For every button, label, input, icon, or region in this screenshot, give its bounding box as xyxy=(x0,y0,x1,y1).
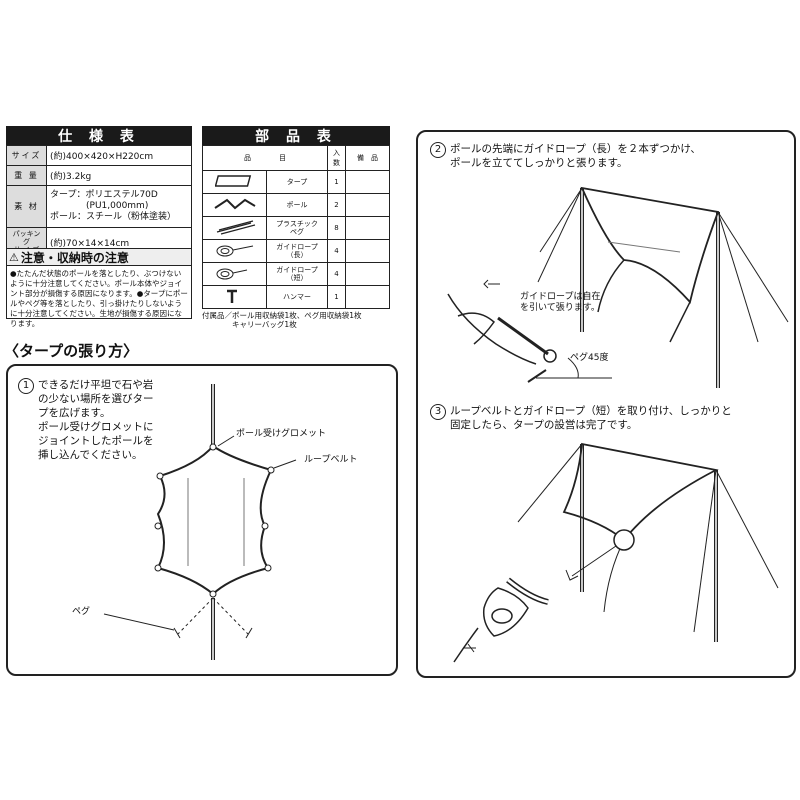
spec-title: 仕 様 表 xyxy=(6,126,192,145)
rope-short-icon xyxy=(202,262,267,286)
caution-body: ●たたんだ状態のポールを落としたり、ぶつけないように十分注意してください。ポール… xyxy=(6,266,192,328)
spec-row: サイズ (約)400×420×H220cm xyxy=(6,145,192,166)
table-row: ハンマー 1 xyxy=(202,285,390,309)
spec-value: タープ：ポリエステル70D (PU1,000mm) ポール：スチール（粉体塗装） xyxy=(46,185,192,228)
part-qty: 4 xyxy=(327,239,346,263)
pole-icon xyxy=(202,193,267,217)
part-qty: 8 xyxy=(327,216,346,240)
howto-title: 〈タープの張り方〉 xyxy=(4,342,139,360)
parts-header-note: 備 品 xyxy=(345,145,390,171)
part-name: ガイドロープ （長） xyxy=(266,239,328,263)
table-row: タープ 1 xyxy=(202,170,390,194)
parts-section: 部 品 表 品 目 入数 備 品 タープ 1 ポール 2 プラスチック ペグ 8 xyxy=(202,126,390,329)
parts-footnote: 付属品／ポール用収納袋1枚、ペグ用収納袋1枚 キャリーバッグ1枚 xyxy=(202,311,362,329)
part-name: ガイドロープ （短） xyxy=(266,262,328,286)
table-row: ガイドロープ （長） 4 xyxy=(202,239,390,263)
step3-text: 3 ループベルトとガイドロープ（短）を取り付け、しっかりと 固定したら、タープの… xyxy=(430,404,732,432)
step-number: 3 xyxy=(430,404,446,420)
part-qty: 4 xyxy=(327,262,346,286)
table-row: プラスチック ペグ 8 xyxy=(202,216,390,240)
label-guy-rope: ガイドロープは自在 を引いて張ります。 xyxy=(520,292,601,313)
spec-value: (約)400×420×H220cm xyxy=(46,145,192,166)
hammer-icon xyxy=(202,285,267,309)
spec-table: サイズ (約)400×420×H220cm 重 量 (約)3.2kg 素 材 タ… xyxy=(6,145,192,257)
parts-table: 品 目 入数 備 品 タープ 1 ポール 2 プラスチック ペグ 8 ガイドロー… xyxy=(202,145,390,309)
warning-icon: ⚠ xyxy=(9,250,19,264)
part-name: ポール xyxy=(266,193,328,217)
step-number: 1 xyxy=(18,378,34,394)
step2-text: 2 ポールの先端にガイドロープ（長）を２本ずつかけ、 ポールを立ててしっかりと張… xyxy=(430,142,701,170)
parts-header-item: 品 目 xyxy=(202,145,328,171)
rope-long-icon xyxy=(202,239,267,263)
label-loop-belt: ループベルト xyxy=(304,455,358,465)
steps-panel: 2 ポールの先端にガイドロープ（長）を２本ずつかけ、 ポールを立ててしっかりと張… xyxy=(416,130,796,678)
step1-instructions: できるだけ平坦で石や岩 の少ない場所を選びター プを広げます。 ポール受けグロメ… xyxy=(38,379,154,461)
label-peg-angle: ペグ45度 xyxy=(570,353,609,363)
spec-value: (約)3.2kg xyxy=(46,165,192,186)
part-name: プラスチック ペグ xyxy=(266,216,328,240)
table-row: ポール 2 xyxy=(202,193,390,217)
spec-key: サイズ xyxy=(6,145,47,166)
step3-instructions: ループベルトとガイドロープ（短）を取り付け、しっかりと 固定したら、タープの設営… xyxy=(450,405,732,431)
caution-section: ⚠ 注意・収納時の注意 ●たたんだ状態のポールを落としたり、ぶつけないように十分… xyxy=(6,248,192,328)
step2-instructions: ポールの先端にガイドロープ（長）を２本ずつかけ、 ポールを立ててしっかりと張りま… xyxy=(450,143,701,169)
step1-panel: 1 できるだけ平坦で石や岩 の少ない場所を選びター プを広げます。 ポール受けグ… xyxy=(6,364,398,676)
part-qty: 1 xyxy=(327,170,346,194)
part-qty: 1 xyxy=(327,285,346,309)
part-qty: 2 xyxy=(327,193,346,217)
part-name: ハンマー xyxy=(266,285,328,309)
caution-title-text: 注意・収納時の注意 xyxy=(20,250,129,265)
table-row: ガイドロープ （短） 4 xyxy=(202,262,390,286)
spec-row: 重 量 (約)3.2kg xyxy=(6,165,192,186)
parts-header-row: 品 目 入数 備 品 xyxy=(202,145,390,171)
parts-title: 部 品 表 xyxy=(202,126,390,145)
spec-section: 仕 様 表 サイズ (約)400×420×H220cm 重 量 (約)3.2kg… xyxy=(6,126,192,257)
label-peg: ペグ xyxy=(72,607,91,617)
label-grommet: ポール受けグロメット xyxy=(236,429,327,439)
part-name: タープ xyxy=(266,170,328,194)
spec-key: 重 量 xyxy=(6,165,47,186)
step1-text: 1 できるだけ平坦で石や岩 の少ない場所を選びター プを広げます。 ポール受けグ… xyxy=(18,378,154,462)
step-number: 2 xyxy=(430,142,446,158)
steps-diagram xyxy=(447,186,789,663)
spec-key: 素 材 xyxy=(6,185,47,228)
step1-diagram xyxy=(103,384,297,660)
tarp-icon xyxy=(202,170,267,194)
spec-row: 素 材 タープ：ポリエステル70D (PU1,000mm) ポール：スチール（粉… xyxy=(6,185,192,228)
caution-title: ⚠ 注意・収納時の注意 xyxy=(6,248,192,266)
peg-icon xyxy=(202,216,267,240)
parts-header-qty: 入数 xyxy=(327,145,346,171)
